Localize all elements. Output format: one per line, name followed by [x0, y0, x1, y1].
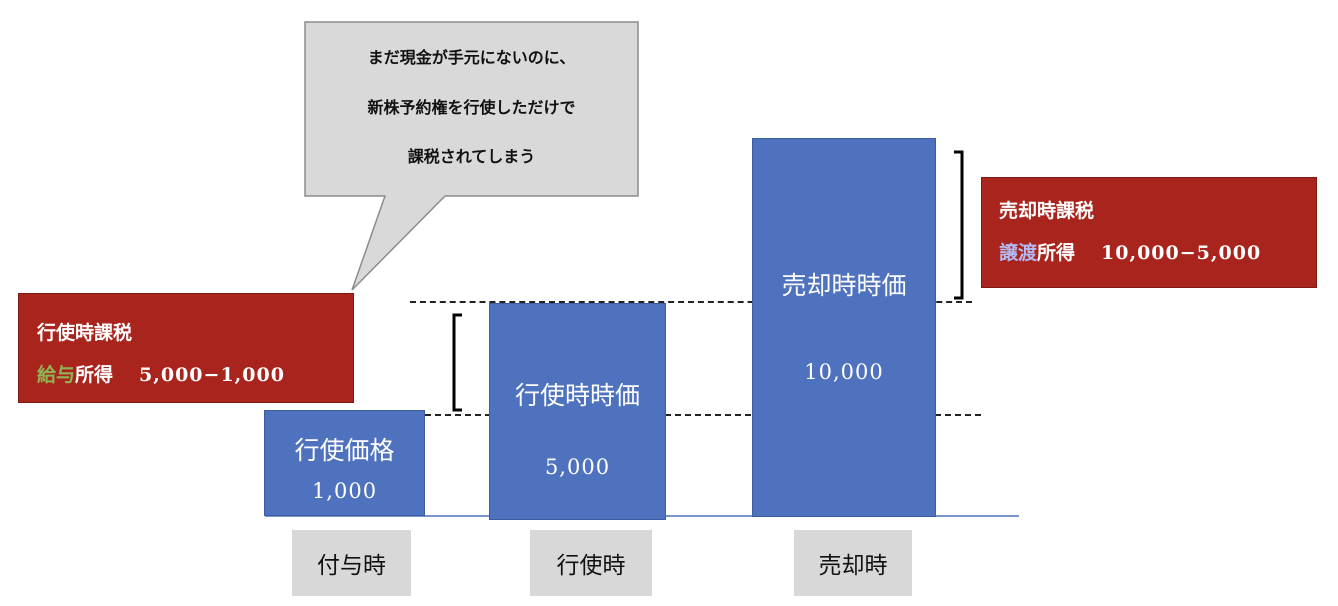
income-suffix: 所得: [1037, 242, 1076, 264]
bracket-sale-gain: [954, 150, 964, 300]
category-exercise: 行使時: [530, 530, 652, 596]
salary-income-highlight: 給与: [37, 364, 76, 386]
sale-tax-box: 売却時課税 譲渡所得 10,000−5,000: [981, 177, 1317, 288]
category-grant: 付与時: [292, 530, 411, 596]
speech-bubble: まだ現金が手元にないのに、 新株予約権を行使しただけで 課税されてしまう: [305, 22, 638, 196]
bar-value: 10,000: [804, 360, 884, 384]
bar-label: 行使時時価: [514, 381, 640, 410]
exercise-tax-formula: 5,000−1,000: [139, 364, 285, 386]
bracket-exercise-gain: [452, 313, 462, 412]
bar-value: 1,000: [311, 479, 378, 503]
income-suffix: 所得: [75, 364, 114, 386]
bar-exercise-market-value: 行使時時価 5,000: [489, 303, 666, 520]
category-sale: 売却時: [794, 530, 912, 596]
exercise-tax-box: 行使時課税 給与所得 5,000−1,000: [18, 293, 354, 403]
bar-exercise-price: 行使価格 1,000: [264, 410, 425, 516]
bubble-line-3: 課税されてしまう: [407, 147, 536, 166]
bar-label: 行使価格: [294, 436, 395, 465]
exercise-tax-formula-line: 給与所得 5,000−1,000: [37, 360, 285, 387]
bubble-line-2: 新株予約権を行使しただけで: [367, 98, 576, 117]
exercise-tax-title: 行使時課税: [37, 322, 133, 344]
bar-label: 売却時時価: [781, 271, 907, 300]
sale-tax-formula: 10,000−5,000: [1101, 242, 1262, 264]
transfer-income-highlight: 譲渡: [999, 242, 1038, 264]
dashed-line-exercise-market: [410, 301, 972, 303]
sale-tax-formula-line: 譲渡所得 10,000−5,000: [999, 238, 1261, 265]
bubble-line-1: まだ現金が手元にないのに、: [367, 48, 576, 67]
bar-value: 5,000: [544, 455, 611, 479]
sale-tax-title: 売却時課税: [999, 200, 1095, 222]
dashed-line-exercise-price: [425, 414, 981, 416]
bar-sale-market-value: 売却時時価 10,000: [752, 138, 936, 517]
